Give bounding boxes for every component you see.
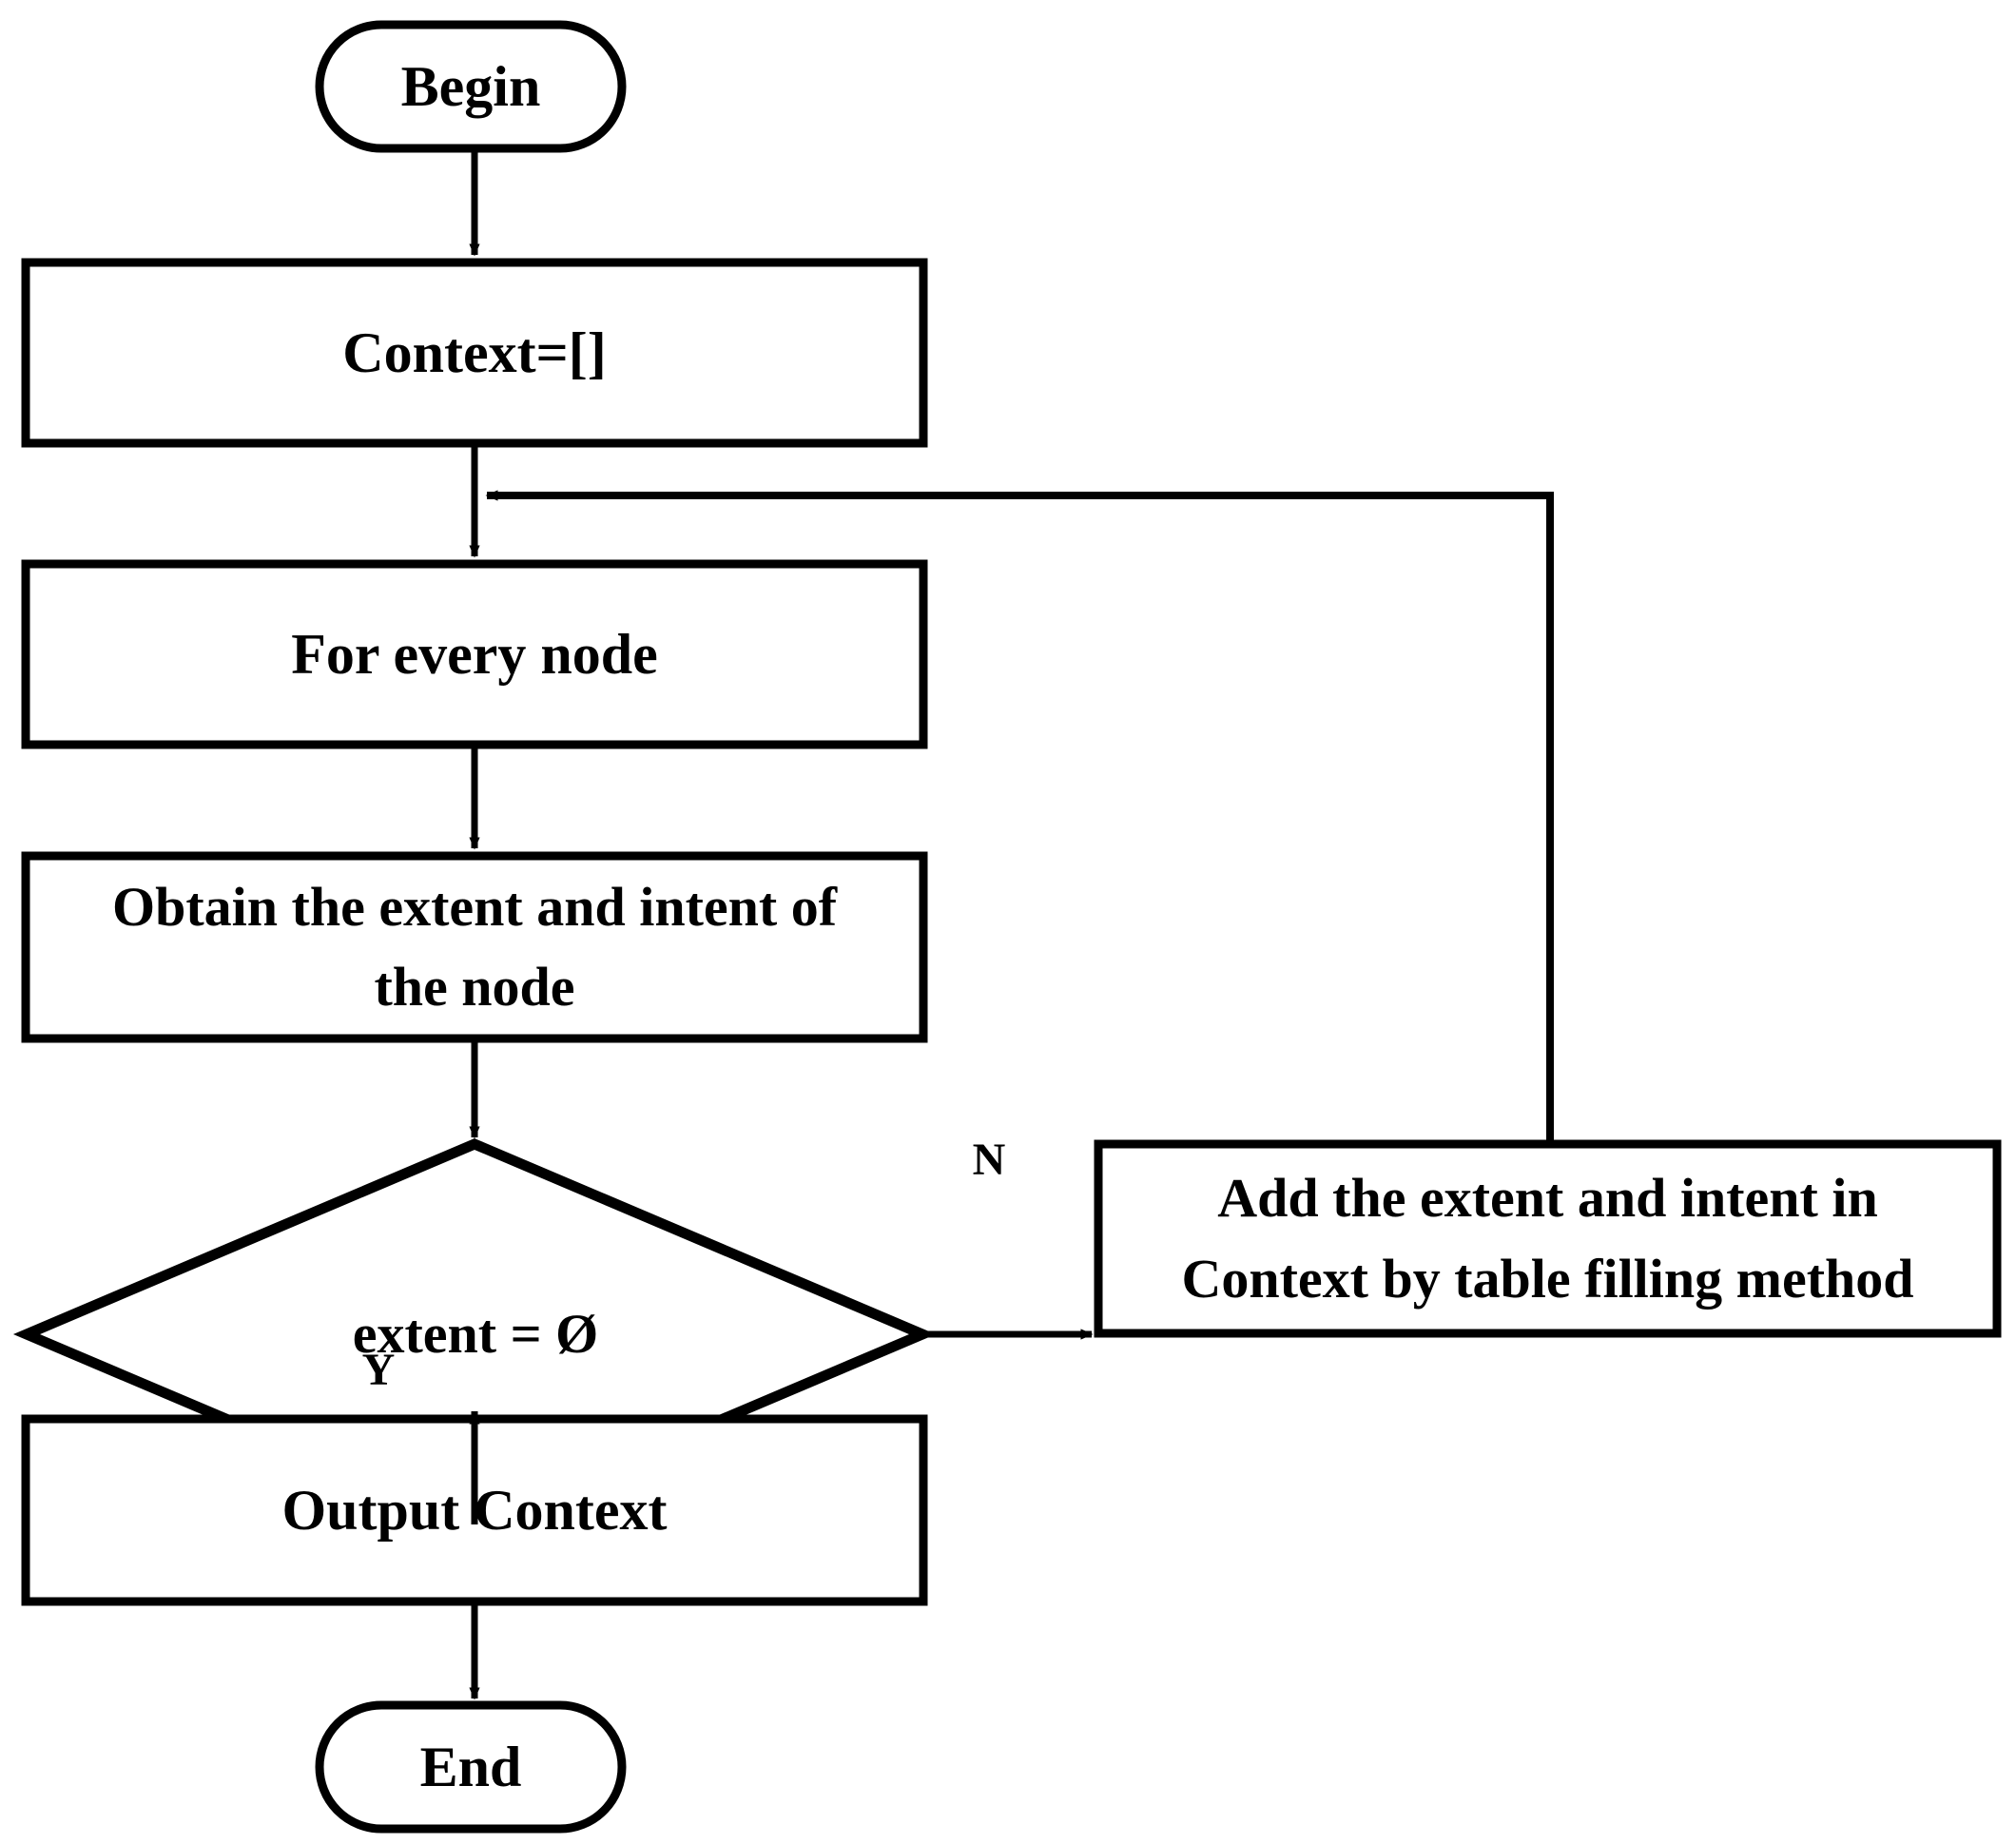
node-shape-begin xyxy=(315,20,627,153)
node-shape-loop xyxy=(21,559,928,749)
node-shape-init xyxy=(21,258,928,448)
edge-add-to-loop-feedback xyxy=(485,490,1554,1144)
node-shape-obtain xyxy=(21,851,928,1043)
edge-label-no: N xyxy=(972,1135,1006,1185)
node-shape-add xyxy=(1094,1139,2002,1338)
edge-label-yes: Y xyxy=(361,1345,396,1395)
node-shape-end xyxy=(315,1700,627,1834)
